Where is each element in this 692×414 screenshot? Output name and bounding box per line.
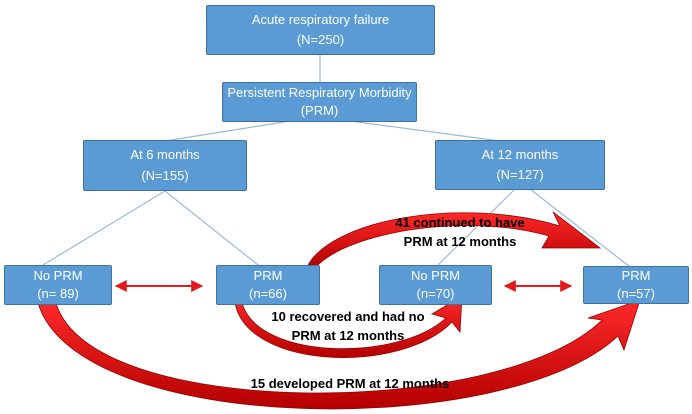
arrow-continued <box>306 211 602 268</box>
node-prm-6m-line2: (n=66) <box>249 286 287 301</box>
arrow-recovered <box>234 295 463 358</box>
node-twelve-months: At 12 months (N=127) <box>435 140 605 190</box>
label-recovered-line1: 10 recovered and had no <box>271 309 425 324</box>
connector-6m-noprm <box>42 190 166 266</box>
label-continued-line1: 41 continued to have <box>395 215 525 230</box>
label-continued-line2: PRM at 12 months <box>403 233 517 249</box>
node-no-prm-6m: No PRM (n= 89) <box>4 265 112 305</box>
node-no-prm-6m-line1: No PRM <box>33 267 83 283</box>
node-six-months-line2: (N=155) <box>141 167 189 183</box>
arrow-developed <box>37 299 641 410</box>
label-developed: 15 developed PRM at 12 months <box>180 375 520 394</box>
node-prm-definition-line1: Persistent Respiratory Morbidity <box>227 84 412 100</box>
node-prm-12m-line1: PRM <box>621 267 651 283</box>
node-prm-6m-line1: PRM <box>253 267 283 283</box>
node-twelve-months-line1: At 12 months <box>481 146 559 162</box>
label-recovered: 10 recovered and had no PRM at 12 months <box>258 308 438 346</box>
connector-prm-12m <box>349 120 501 142</box>
node-no-prm-12m: No PRM (n=70) <box>379 265 492 305</box>
node-no-prm-12m-line2: (n=70) <box>416 286 455 301</box>
label-continued: 41 continued to have PRM at 12 months <box>372 214 548 252</box>
connector-12m-prm <box>529 188 631 268</box>
node-prm-12m: PRM (n=57) <box>583 266 689 304</box>
node-root: Acute respiratory failure (N=250) <box>206 5 435 55</box>
connector-12m-noprm <box>437 188 516 266</box>
node-prm-12m-line2: (n=57) <box>617 286 655 301</box>
node-six-months-line1: At 6 months <box>130 147 200 163</box>
node-root-line1: Acute respiratory failure <box>251 11 390 27</box>
node-prm-definition-line2: (PRM) <box>300 103 339 118</box>
connector-lines <box>42 54 631 268</box>
node-twelve-months-line2: (N=127) <box>496 167 544 182</box>
node-prm-6m: PRM (n=66) <box>216 265 320 305</box>
label-developed-text: 15 developed PRM at 12 months <box>250 376 450 391</box>
connector-prm-6m <box>164 120 291 142</box>
connector-6m-prm <box>164 190 259 266</box>
node-six-months: At 6 months (N=155) <box>83 140 247 191</box>
node-no-prm-6m-line2: (n= 89) <box>37 286 79 301</box>
label-recovered-line2: PRM at 12 months <box>291 327 405 343</box>
node-no-prm-12m-line1: No PRM <box>410 267 461 283</box>
node-root-line2: (N=250) <box>296 32 345 47</box>
node-prm-definition: Persistent Respiratory Morbidity (PRM) <box>222 82 417 122</box>
